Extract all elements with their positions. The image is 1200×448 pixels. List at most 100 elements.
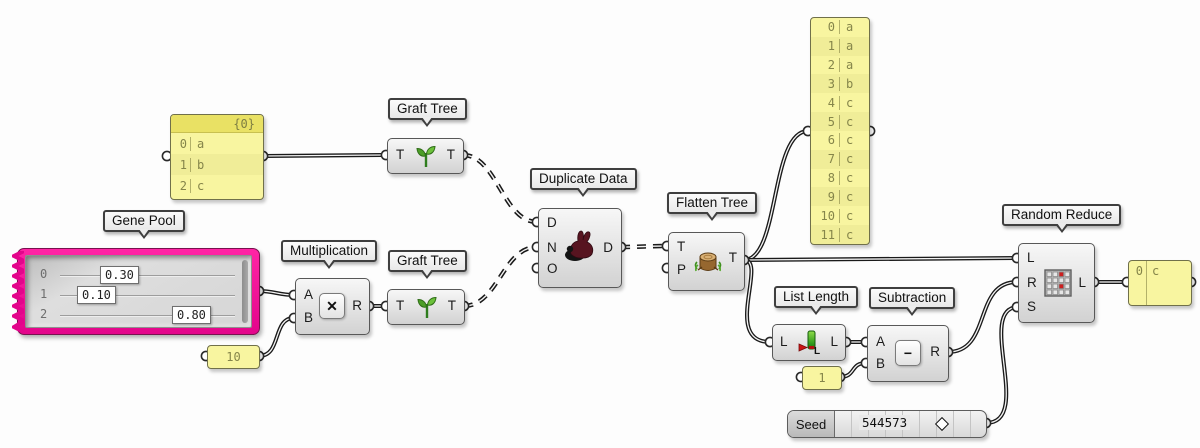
component-graft-tree-1[interactable]: T T bbox=[387, 138, 464, 174]
slider-value-box[interactable]: 0.80 bbox=[172, 306, 211, 324]
seed-slider[interactable]: Seed 544573 bbox=[787, 410, 987, 438]
component-random-reduce[interactable]: L R S L bbox=[1018, 243, 1095, 323]
seed-slider-handle[interactable] bbox=[934, 416, 950, 432]
label-graft-tree-1: Graft Tree bbox=[388, 98, 467, 127]
panel-abc-header: {0} bbox=[171, 115, 263, 133]
port-label-l-in: L bbox=[1027, 250, 1035, 265]
port-label-a: A bbox=[876, 334, 886, 349]
panel-row: 2 c bbox=[171, 175, 263, 196]
svg-text:L: L bbox=[814, 346, 820, 356]
panel-row: 0 c bbox=[1135, 264, 1160, 278]
slider-track[interactable] bbox=[60, 275, 235, 277]
port-label-r: R bbox=[352, 298, 362, 313]
wire-duplicate-to-flatten bbox=[620, 243, 668, 250]
wire-flatten-to-listlength bbox=[743, 258, 771, 344]
zigzag-edge bbox=[12, 251, 24, 332]
component-graft-tree-2[interactable]: T T bbox=[387, 289, 465, 325]
wire-seed-to-randomreduce-s bbox=[985, 305, 1018, 425]
wire-panel10-to-mult-b bbox=[258, 316, 295, 358]
port-label-p-in: P bbox=[677, 262, 687, 277]
panel-ten-value: 10 bbox=[226, 350, 241, 364]
list-length-icon: L bbox=[798, 330, 820, 356]
wire-flatten-to-listpanel bbox=[743, 129, 809, 262]
seed-slider-value: 544573 bbox=[859, 415, 911, 430]
port-label-s-in: S bbox=[1027, 299, 1037, 314]
slider-value-box[interactable]: 0.30 bbox=[100, 266, 139, 284]
wire-flatten-to-randomreduce-l bbox=[743, 256, 1018, 262]
sprout-icon bbox=[417, 296, 437, 319]
label-multiplication: Multiplication bbox=[281, 240, 378, 269]
port-label-d-in: D bbox=[547, 215, 557, 230]
port-label-r-in: R bbox=[1027, 275, 1037, 290]
slider-track[interactable] bbox=[60, 295, 235, 297]
port-label-r: R bbox=[930, 344, 940, 359]
port-label-t-out: T bbox=[728, 250, 737, 265]
port-label-l-out: L bbox=[1078, 275, 1086, 290]
panel-output[interactable]: 0 c bbox=[1128, 260, 1192, 306]
port-label-n-in: N bbox=[547, 240, 557, 255]
panel-row: 0 a bbox=[171, 133, 263, 154]
subtract-icon: − bbox=[895, 340, 921, 366]
slider-track[interactable] bbox=[60, 315, 235, 317]
slider-index: 0 bbox=[40, 267, 48, 281]
panel-one-value: 1 bbox=[818, 371, 826, 385]
gene-pool-scrollbar[interactable] bbox=[242, 260, 248, 323]
port-label-a: A bbox=[304, 287, 314, 302]
panel-row: 1 b bbox=[171, 154, 263, 175]
port-label-t-in: T bbox=[396, 147, 405, 162]
component-multiplication[interactable]: A B R ✕ bbox=[295, 278, 370, 335]
seed-slider-track[interactable]: 544573 bbox=[835, 411, 986, 437]
tree-stump-icon bbox=[694, 252, 722, 272]
port-label-l-in: L bbox=[780, 334, 788, 349]
port-label-t-in: T bbox=[396, 298, 405, 313]
panel-abc[interactable]: {0} 0 a 1 b 2 c bbox=[170, 114, 264, 200]
label-gene-pool: Gene Pool bbox=[103, 210, 185, 239]
label-random-reduce: Random Reduce bbox=[1002, 204, 1122, 233]
label-list-length: List Length bbox=[774, 286, 859, 315]
component-subtraction[interactable]: A B R − bbox=[867, 325, 949, 382]
wire-graft2-to-duplicate-n bbox=[463, 244, 538, 309]
port-label-d-out: D bbox=[603, 240, 613, 255]
random-reduce-grid-icon bbox=[1044, 269, 1072, 297]
port-label-b: B bbox=[304, 310, 314, 325]
port-label-t-in: T bbox=[677, 239, 686, 254]
label-duplicate-data: Duplicate Data bbox=[530, 168, 637, 197]
component-list-length[interactable]: L L L bbox=[772, 324, 846, 361]
seed-slider-name: Seed bbox=[788, 411, 835, 437]
port-label-t-out: T bbox=[446, 147, 455, 162]
wire-graft1-to-duplicate-d bbox=[462, 152, 538, 225]
multiply-icon: ✕ bbox=[319, 293, 345, 319]
component-duplicate-data[interactable]: D N O D bbox=[538, 208, 622, 288]
wire-subtraction-to-randomreduce-r bbox=[947, 280, 1018, 354]
slider-index: 1 bbox=[40, 287, 48, 301]
slider-index: 2 bbox=[40, 307, 48, 321]
sprout-icon bbox=[416, 145, 436, 168]
port-label-o-in: O bbox=[547, 261, 558, 276]
label-flatten-tree: Flatten Tree bbox=[667, 192, 758, 221]
panel-divider bbox=[1146, 261, 1147, 305]
label-subtraction: Subtraction bbox=[869, 287, 956, 316]
panel-ten[interactable]: 10 bbox=[207, 345, 260, 369]
gene-pool-body: 0 1 2 0.30 0.10 0.80 bbox=[25, 255, 252, 328]
port-label-b: B bbox=[876, 356, 886, 371]
label-graft-tree-2: Graft Tree bbox=[388, 250, 467, 279]
panel-one[interactable]: 1 bbox=[802, 366, 842, 390]
slider-value-box[interactable]: 0.10 bbox=[77, 286, 116, 304]
component-gene-pool[interactable]: 0 1 2 0.30 0.10 0.80 bbox=[12, 248, 260, 335]
port-label-l-out: L bbox=[830, 334, 838, 349]
port-label-t-out: T bbox=[447, 298, 456, 313]
component-flatten-tree[interactable]: T P T bbox=[668, 232, 745, 291]
